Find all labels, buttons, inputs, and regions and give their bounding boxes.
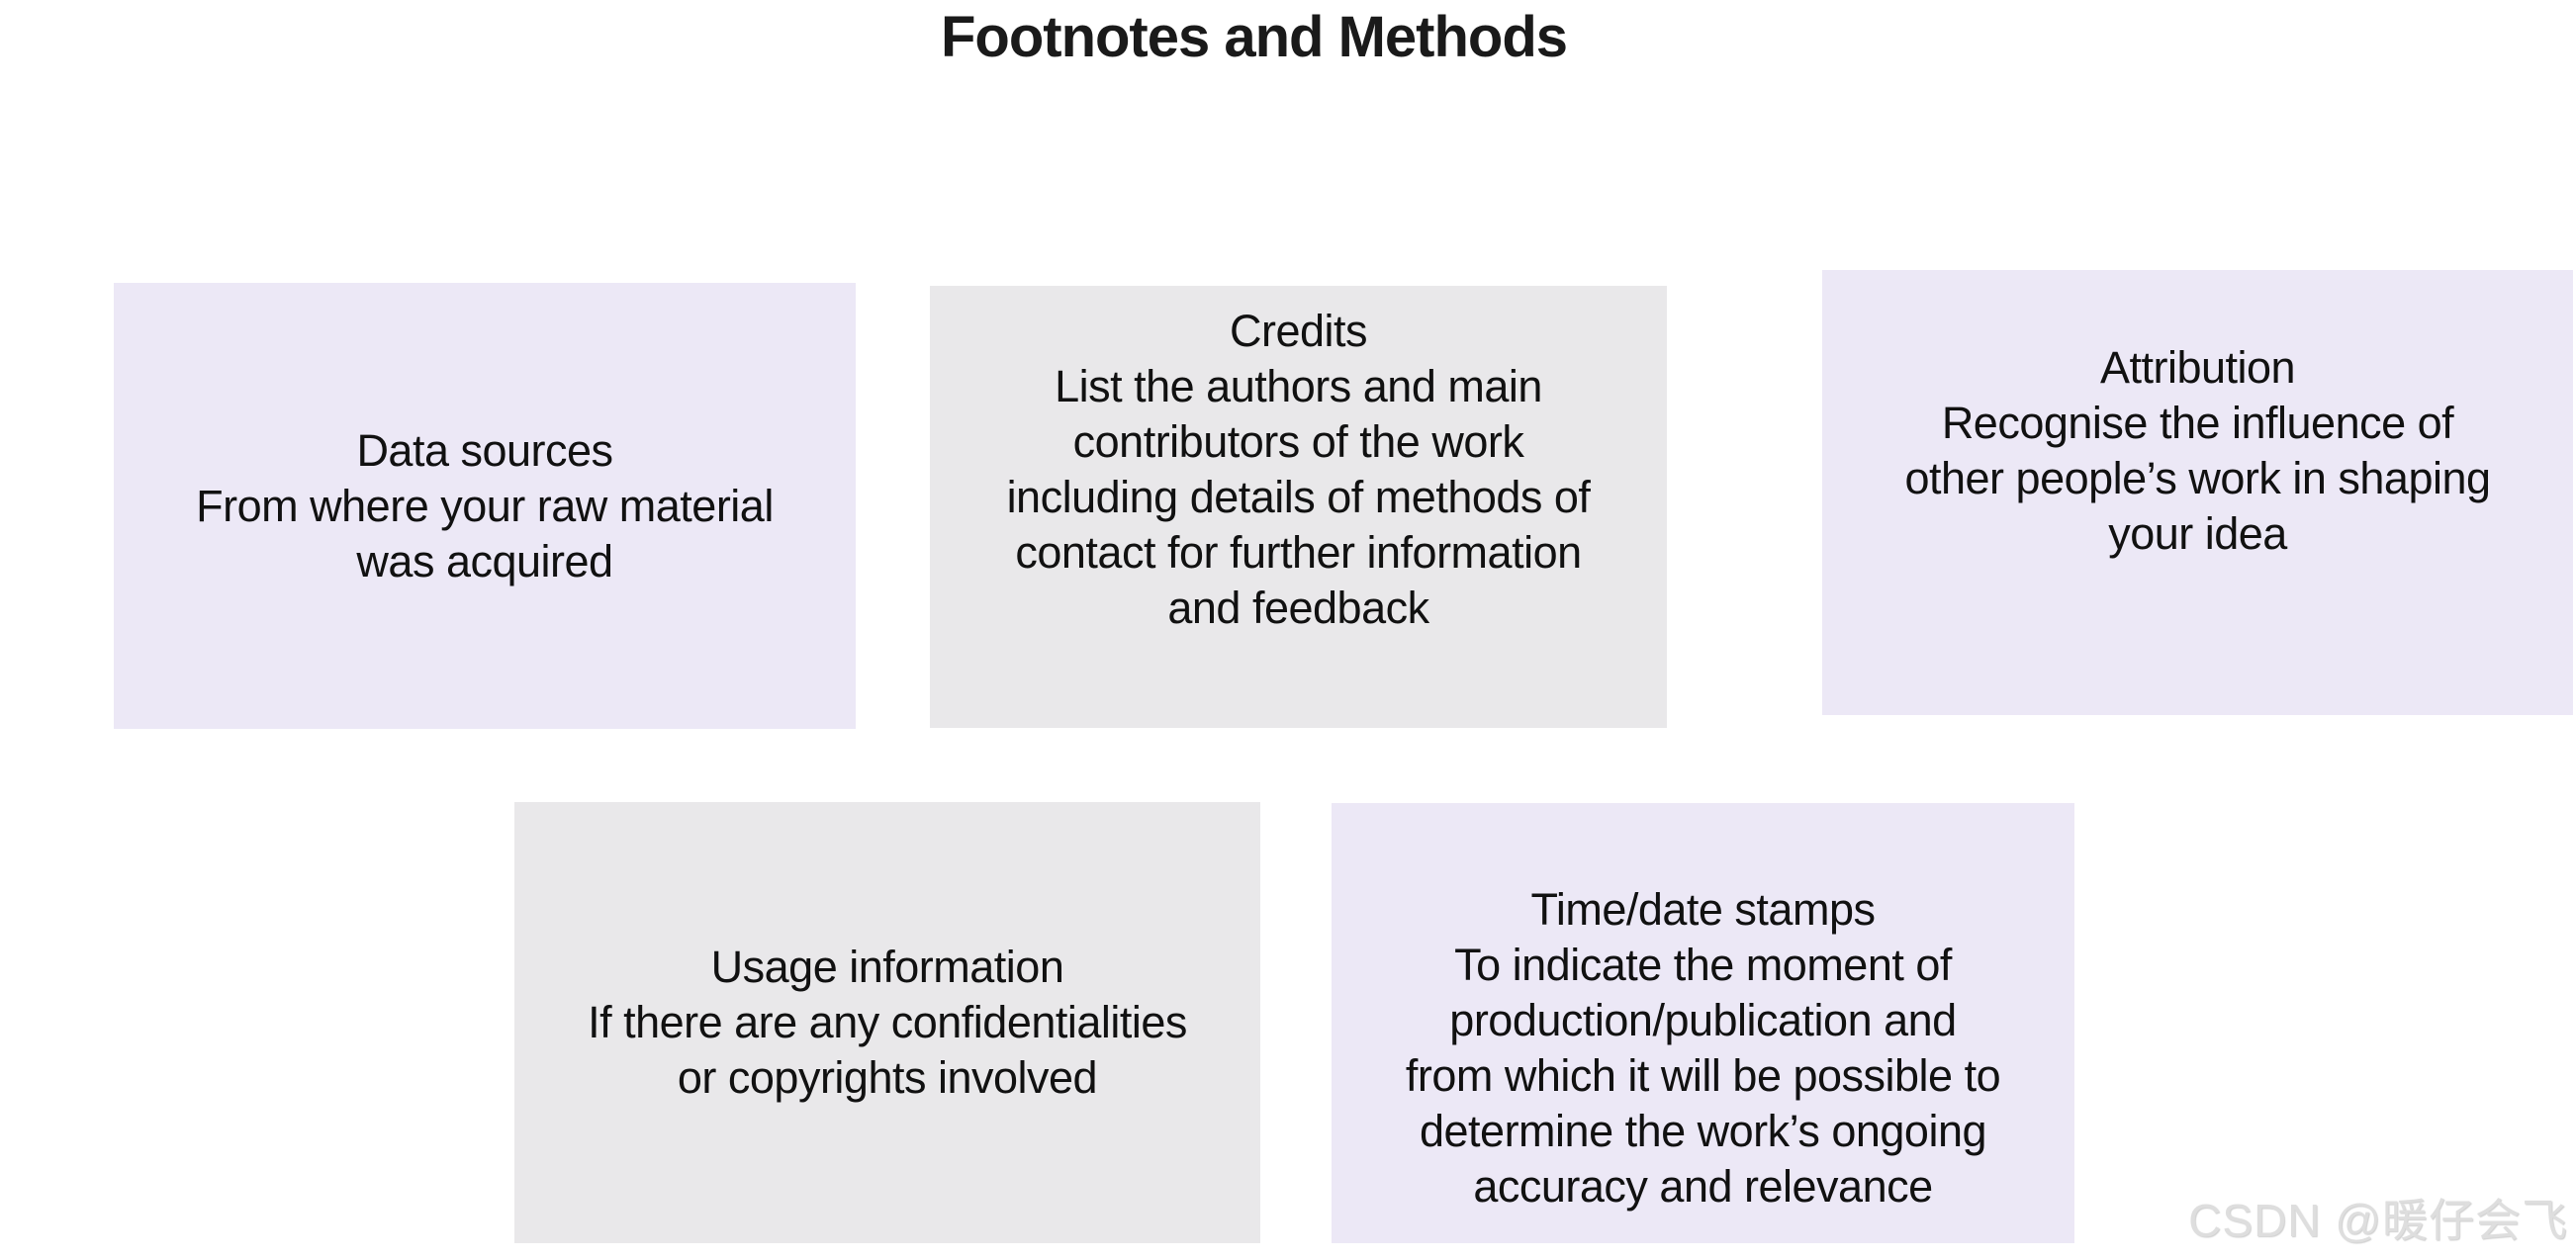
card-title: Usage information xyxy=(710,942,1064,992)
card-title: Data sources xyxy=(356,424,613,476)
card-attribution: Attribution Recognise the influence of o… xyxy=(1822,270,2573,715)
card-title: Attribution xyxy=(2099,342,2296,393)
card-time-date-stamps: Time/date stamps To indicate the moment … xyxy=(1332,803,2074,1243)
card-title: Credits xyxy=(1229,306,1368,356)
card-data-sources: Data sources From where your raw materia… xyxy=(114,283,856,729)
card-body: If there are any confidentialities or co… xyxy=(588,997,1187,1103)
card-title: Time/date stamps xyxy=(1530,883,1876,935)
card-usage-information: Usage information If there are any confi… xyxy=(514,802,1260,1243)
card-body: List the authors and main contributors o… xyxy=(1006,361,1591,633)
card-credits: Credits List the authors and main contri… xyxy=(930,286,1667,728)
card-body: From where your raw material was acquire… xyxy=(196,480,774,586)
page-title: Footnotes and Methods xyxy=(940,5,1568,69)
card-body: Recognise the influence of other people’… xyxy=(1904,398,2491,559)
card-body: To indicate the moment of production/pub… xyxy=(1405,939,2001,1212)
csdn-watermark: CSDN @暖仔会飞 xyxy=(2188,1195,2568,1246)
